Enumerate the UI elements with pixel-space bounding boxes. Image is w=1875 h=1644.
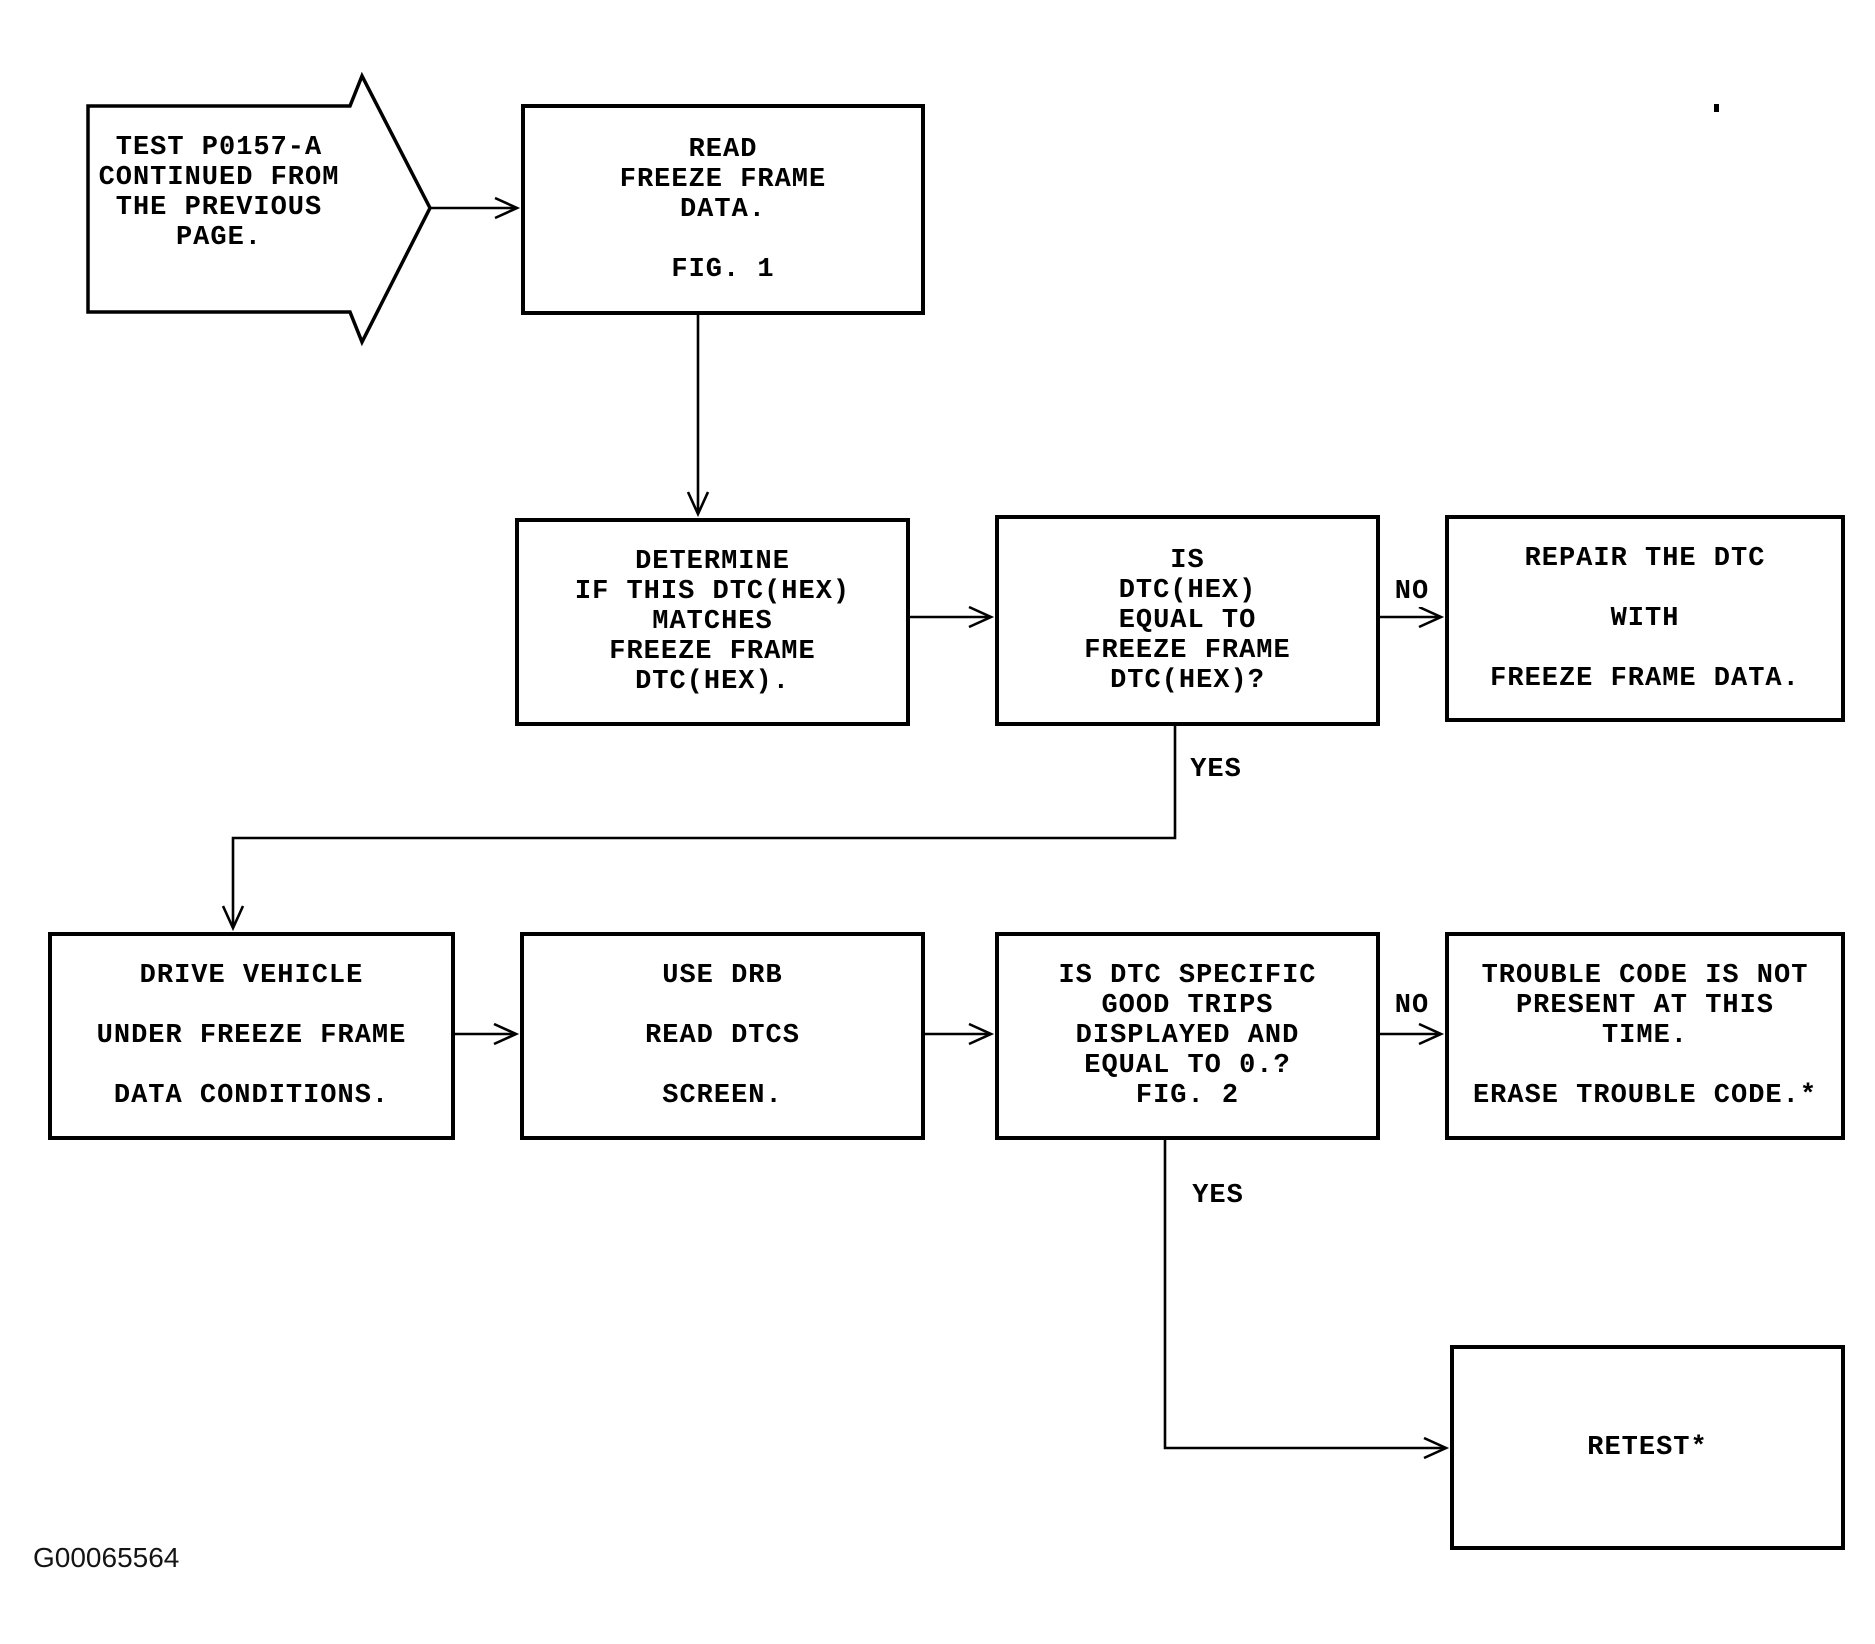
node-repair-dtc: REPAIR THE DTC WITH FREEZE FRAME DATA. xyxy=(1445,515,1845,722)
edge-label-no-1: NO xyxy=(1392,577,1432,607)
edge-label-yes-1: YES xyxy=(1188,755,1244,785)
node-drive-vehicle: DRIVE VEHICLE UNDER FREEZE FRAME DATA CO… xyxy=(48,932,455,1140)
node-start-offpage-connector: TEST P0157-A CONTINUED FROM THE PREVIOUS… xyxy=(98,133,340,253)
edge-isequal-yes-to-drive xyxy=(221,726,1177,932)
node-good-trips-zero-decision: IS DTC SPECIFIC GOOD TRIPS DISPLAYED AND… xyxy=(995,932,1380,1140)
edge-label-no-2: NO xyxy=(1392,991,1432,1021)
node-read-freeze-frame-data: READ FREEZE FRAME DATA. FIG. 1 xyxy=(521,104,925,315)
node-use-drb-read-dtcs: USE DRB READ DTCS SCREEN. xyxy=(520,932,925,1140)
node-retest: RETEST* xyxy=(1450,1345,1845,1550)
edge-trips-yes-to-retest xyxy=(1163,1140,1450,1460)
figure-code: G00065564 xyxy=(33,1542,180,1573)
offpage-connector-shape xyxy=(86,71,432,347)
node-is-dtc-equal-decision: IS DTC(HEX) EQUAL TO FREEZE FRAME DTC(HE… xyxy=(995,515,1380,726)
node-trouble-code-not-present: TROUBLE CODE IS NOT PRESENT AT THIS TIME… xyxy=(1445,932,1845,1140)
node-determine-dtc-match: DETERMINE IF THIS DTC(HEX) MATCHES FREEZ… xyxy=(515,518,910,726)
scan-artifact-dot xyxy=(1714,104,1719,112)
edge-label-yes-2: YES xyxy=(1190,1181,1246,1211)
